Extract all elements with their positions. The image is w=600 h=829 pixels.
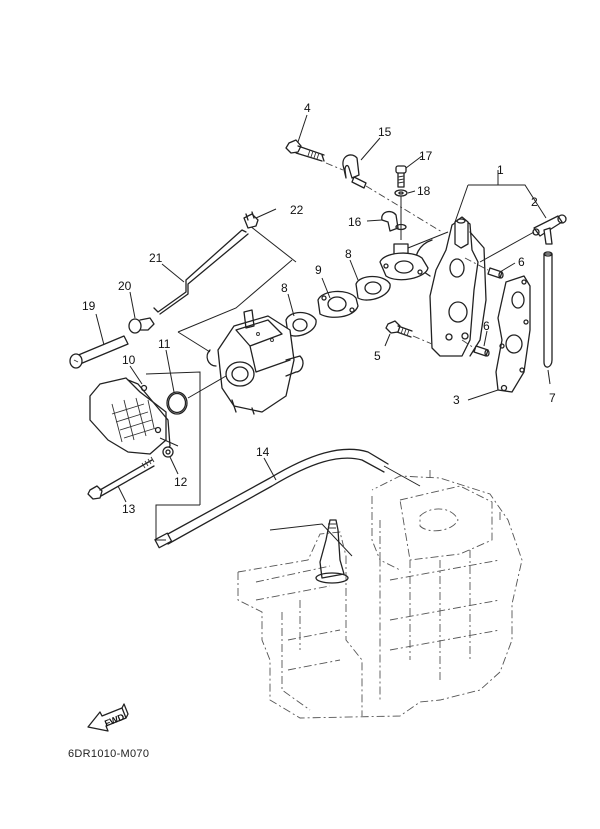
callout-17: 17 (419, 149, 433, 163)
callout-9: 9 (315, 263, 322, 277)
callout-8-lower: 8 (281, 281, 288, 295)
part-21-rod[interactable] (153, 229, 249, 315)
part-9-insulator[interactable] (317, 290, 359, 318)
callout-5: 5 (374, 349, 381, 363)
part-4-bolt[interactable] (285, 139, 325, 162)
callout-18: 18 (417, 184, 431, 198)
part-18-washer[interactable] (394, 189, 408, 197)
engine-block-phantom (237, 468, 523, 719)
part-20-knob[interactable] (128, 317, 155, 334)
part-5-bolt[interactable] (385, 320, 413, 338)
callout-6-upper: 6 (518, 255, 525, 269)
part-22-clip[interactable] (243, 211, 259, 229)
callout-21: 21 (149, 251, 163, 265)
callout-labels: 1 2 3 4 5 6 6 7 8 8 9 10 11 12 13 14 15 … (82, 101, 556, 516)
part-3-gasket[interactable] (495, 275, 531, 393)
fwd-arrow-icon: FWD (87, 703, 129, 732)
callout-11: 11 (158, 337, 171, 351)
callout-22: 22 (290, 203, 304, 217)
callout-7: 7 (549, 391, 556, 405)
part-1-intake-manifold[interactable] (379, 216, 487, 357)
callout-6-lower: 6 (483, 319, 490, 333)
part-2-joint[interactable] (532, 214, 567, 245)
callout-2: 2 (531, 195, 538, 209)
callout-19: 19 (82, 299, 96, 313)
callout-14: 14 (256, 445, 270, 459)
part-13-bolt[interactable] (87, 456, 155, 500)
callout-10: 10 (122, 353, 136, 367)
part-15-clamp[interactable] (342, 154, 367, 189)
part-19-choke-knob[interactable] (69, 335, 129, 369)
part-6-dowel-pin-upper[interactable] (487, 267, 504, 279)
part-11-o-ring[interactable] (166, 391, 188, 415)
part-7-hose[interactable] (543, 251, 553, 368)
callout-3: 3 (453, 393, 460, 407)
callout-16: 16 (348, 215, 362, 229)
part-16-clamp[interactable] (381, 210, 407, 232)
callout-15: 15 (378, 125, 392, 139)
callout-leaders (95, 114, 551, 503)
callout-8-upper: 8 (345, 247, 352, 261)
part-14-hose[interactable] (154, 448, 389, 549)
engine-shaft (315, 519, 349, 584)
callout-20: 20 (118, 279, 132, 293)
carburetor[interactable] (206, 309, 304, 415)
part-12-collar[interactable] (162, 446, 174, 458)
callout-12: 12 (174, 475, 188, 489)
drawing-code: 6DR1010-M070 (68, 748, 150, 760)
part-6-dowel-pin-lower[interactable] (473, 345, 490, 357)
callout-1: 1 (497, 163, 504, 177)
callout-13: 13 (122, 502, 136, 516)
part-17-screw[interactable] (395, 165, 407, 188)
part-8-gasket-upper[interactable] (355, 275, 391, 301)
part-10-intake-silencer[interactable] (89, 377, 171, 455)
callout-4: 4 (304, 101, 311, 115)
